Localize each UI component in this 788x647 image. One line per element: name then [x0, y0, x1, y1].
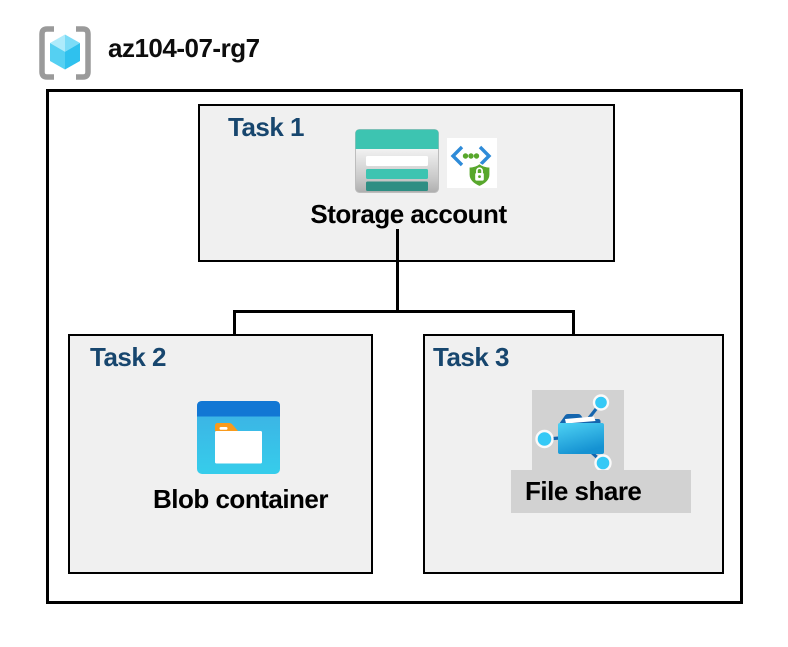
file-share-icon	[532, 390, 624, 475]
connector-horizontal	[233, 310, 575, 313]
connector-storage-stem	[396, 229, 399, 312]
storage-account-icon	[355, 129, 439, 193]
storage-account-label: Storage account	[310, 199, 507, 229]
file-share-label: File share	[511, 470, 691, 513]
resource-group-name: az104-07-rg7	[108, 33, 260, 63]
task1-box: Task 1	[198, 104, 615, 262]
task3-box: Task 3 File share	[423, 334, 724, 574]
task3-label: Task 3	[433, 342, 510, 372]
resource-group-icon	[34, 24, 96, 82]
blob-container-label: Blob container	[152, 484, 329, 514]
task2-box: Task 2 Blob container	[68, 334, 373, 574]
blob-container-icon	[197, 401, 280, 474]
task2-label: Task 2	[90, 342, 167, 372]
task1-label: Task 1	[228, 112, 305, 142]
sas-lock-icon	[447, 138, 497, 188]
